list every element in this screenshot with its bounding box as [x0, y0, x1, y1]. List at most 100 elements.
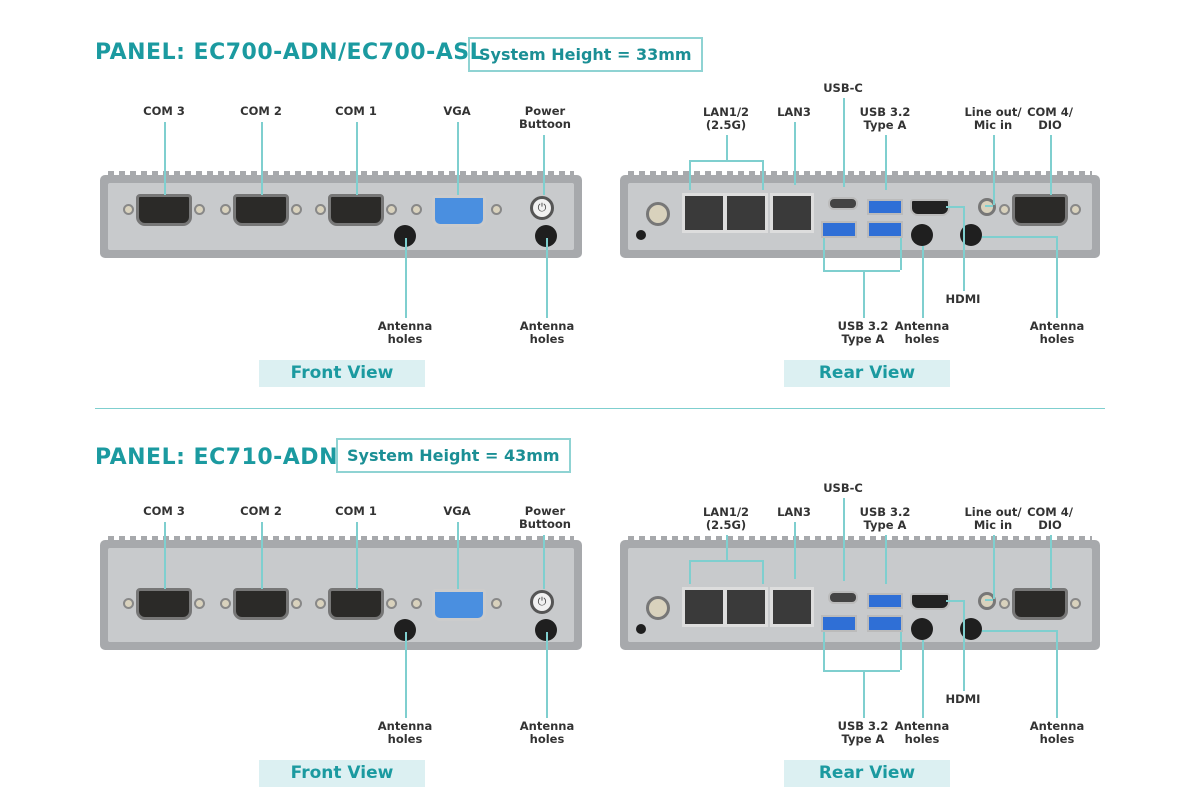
screw [291, 598, 302, 609]
leader-line [900, 632, 902, 670]
screw [123, 598, 134, 609]
leader-line [863, 670, 865, 718]
com3-port [136, 194, 192, 226]
screw [315, 598, 326, 609]
leader-line [985, 599, 993, 601]
com4-label: COM 4/ DIO [1027, 505, 1073, 532]
antenna-hole [535, 225, 557, 247]
front-device: ⏻ [100, 536, 582, 650]
usb-top-label: USB 3.2 Type A [859, 505, 911, 532]
screw [123, 204, 134, 215]
front-face: ⏻ [108, 548, 574, 642]
screw [386, 598, 397, 609]
leader-line [823, 632, 825, 670]
com1-label: COM 1 [335, 504, 377, 518]
lan1-port [682, 193, 726, 233]
audio-jack [978, 592, 996, 610]
antenna-hole [960, 224, 982, 246]
leader-line [946, 206, 963, 208]
leader-line [356, 122, 358, 195]
leader-line [946, 600, 963, 602]
front-view-label: Front View [259, 760, 425, 787]
usb-a-port [867, 221, 903, 238]
screw [386, 204, 397, 215]
screw [411, 204, 422, 215]
leader-line [823, 270, 900, 272]
lan3-label: LAN3 [777, 105, 811, 119]
screw [491, 204, 502, 215]
com2-label: COM 2 [240, 104, 282, 118]
power-button[interactable]: ⏻ [530, 196, 554, 220]
antenna-hole [960, 618, 982, 640]
usb-bottom-label: USB 3.2 Type A [837, 319, 889, 346]
vga-port [432, 589, 486, 621]
audio-jack [978, 198, 996, 216]
leader-line [843, 498, 845, 581]
panel-title: PANEL: EC710-ADN [95, 445, 338, 470]
power-button[interactable]: ⏻ [530, 590, 554, 614]
leader-line [457, 122, 459, 195]
usb-c-label: USB-C [823, 481, 863, 495]
antenna-holes-label: Antenna holes [377, 719, 433, 746]
com3-port [136, 588, 192, 620]
com2-port [233, 194, 289, 226]
lan12-label: LAN1/2 (2.5G) [702, 505, 750, 532]
vga-port [432, 195, 486, 227]
com3-label: COM 3 [143, 504, 185, 518]
hdmi-label: HDMI [945, 292, 981, 306]
leader-line [543, 535, 545, 589]
lan1-port [682, 587, 726, 627]
leader-line [164, 122, 166, 195]
leader-line [885, 535, 887, 584]
screw [999, 598, 1010, 609]
leader-line [405, 632, 407, 718]
usb-a-port [821, 615, 857, 632]
screw [411, 598, 422, 609]
rear-face [628, 548, 1092, 642]
lan3-label: LAN3 [777, 505, 811, 519]
leader-line [261, 122, 263, 195]
rear-view-label: Rear View [784, 360, 950, 387]
screw [220, 204, 231, 215]
screw [1070, 598, 1081, 609]
hdmi-port [910, 199, 950, 216]
antenna-holes-label: Antenna holes [1029, 319, 1085, 346]
antenna-hole [535, 619, 557, 641]
com2-label: COM 2 [240, 504, 282, 518]
leader-line [689, 560, 691, 584]
usb-c-port [828, 197, 858, 210]
antenna-hole [394, 225, 416, 247]
leader-line [726, 135, 728, 160]
screw [194, 598, 205, 609]
leader-line [993, 535, 995, 599]
ground-jack [636, 230, 646, 240]
leader-line [823, 238, 825, 270]
usb-a-port [867, 593, 903, 609]
dc-power-jack [646, 596, 670, 620]
leader-line [762, 560, 764, 584]
front-view-label: Front View [259, 360, 425, 387]
leader-line [261, 522, 263, 589]
leader-line [726, 535, 728, 560]
usb-a-port [867, 199, 903, 215]
leader-line [689, 160, 691, 190]
leader-line [963, 206, 965, 291]
leader-line [1056, 236, 1058, 318]
screw [999, 204, 1010, 215]
leader-line [863, 270, 865, 318]
antenna-holes-label: Antenna holes [519, 719, 575, 746]
antenna-holes-label: Antenna holes [377, 319, 433, 346]
antenna-holes-label: Antenna holes [894, 719, 950, 746]
leader-line [356, 522, 358, 589]
leader-line [922, 640, 924, 718]
dc-power-jack [646, 202, 670, 226]
leader-line [689, 560, 763, 562]
antenna-hole [394, 619, 416, 641]
lan2-port [724, 193, 768, 233]
leader-line [1050, 535, 1052, 589]
screw [220, 598, 231, 609]
leader-line [405, 238, 407, 318]
